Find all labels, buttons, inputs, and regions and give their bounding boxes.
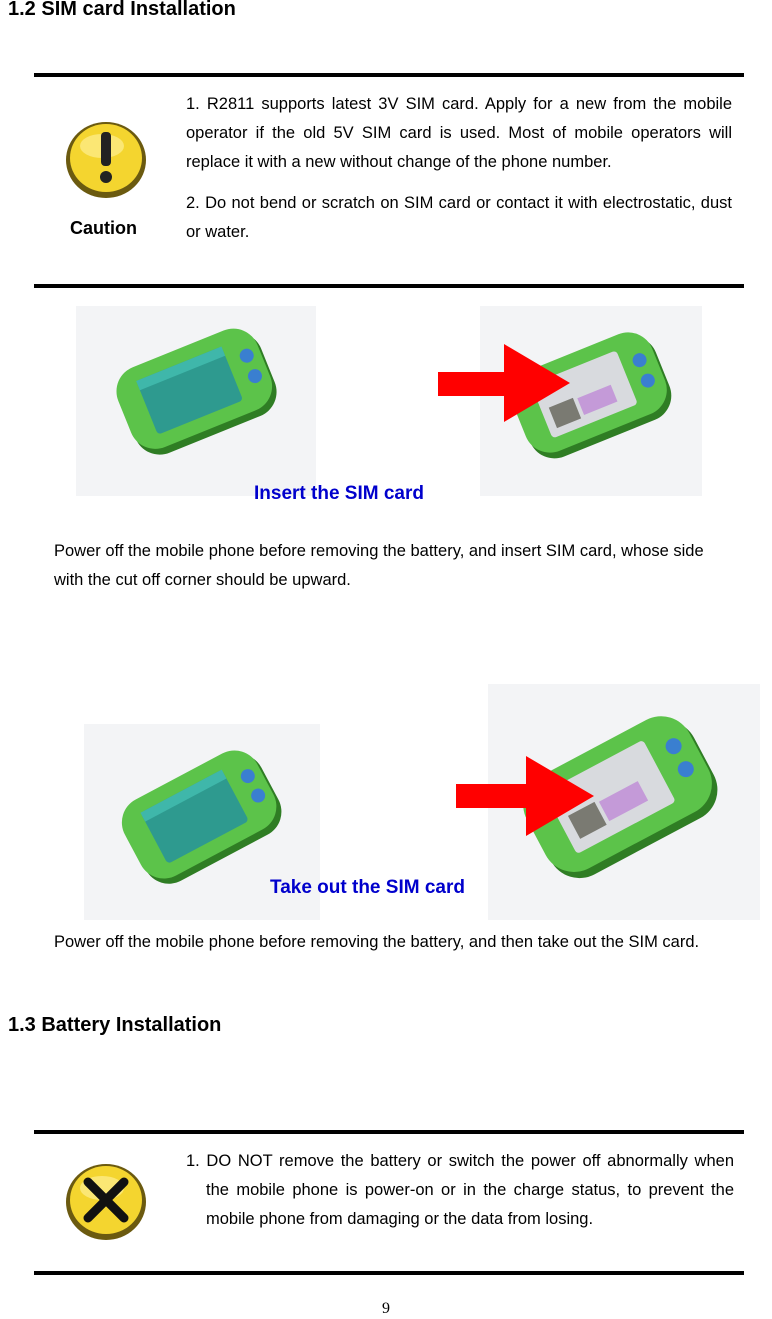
caution-top-rule: [34, 73, 744, 77]
takeout-sim-description: Power off the mobile phone before removi…: [54, 933, 700, 951]
section-title-sim: 1.2 SIM card Installation: [8, 0, 236, 20]
caution-note-2: 2. Do not bend or scratch on SIM card or…: [186, 194, 732, 241]
section-title-battery: 1.3 Battery Installation: [8, 1014, 222, 1036]
phone-sim-illustration: [480, 306, 702, 496]
takeout-sim-caption: Take out the SIM card: [270, 877, 465, 898]
caution-note-1: 1. R2811 supports latest 3V SIM card. Ap…: [186, 95, 732, 171]
insert-sim-caption: Insert the SIM card: [254, 483, 424, 504]
page-number: 9: [382, 1300, 390, 1317]
caution-label: Caution: [70, 218, 137, 238]
battery-note-1: 1. DO NOT remove the battery or switch t…: [186, 1152, 734, 1228]
caution-bottom-rule: [34, 284, 744, 288]
warning-top-rule: [34, 1130, 744, 1134]
prohibited-x-icon: [62, 1160, 150, 1249]
phone-battery-illustration: [84, 724, 320, 920]
caution-notes: 1. R2811 supports latest 3V SIM card. Ap…: [186, 90, 732, 247]
insert-sim-description: Power off the mobile phone before removi…: [54, 542, 704, 589]
red-arrow-icon: [438, 344, 572, 427]
warning-bottom-rule: [34, 1271, 744, 1275]
red-arrow-icon: [456, 756, 596, 841]
battery-warning-notes: 1. DO NOT remove the battery or switch t…: [186, 1147, 734, 1234]
phone-battery-illustration: [76, 306, 316, 496]
caution-icon: [62, 118, 150, 207]
